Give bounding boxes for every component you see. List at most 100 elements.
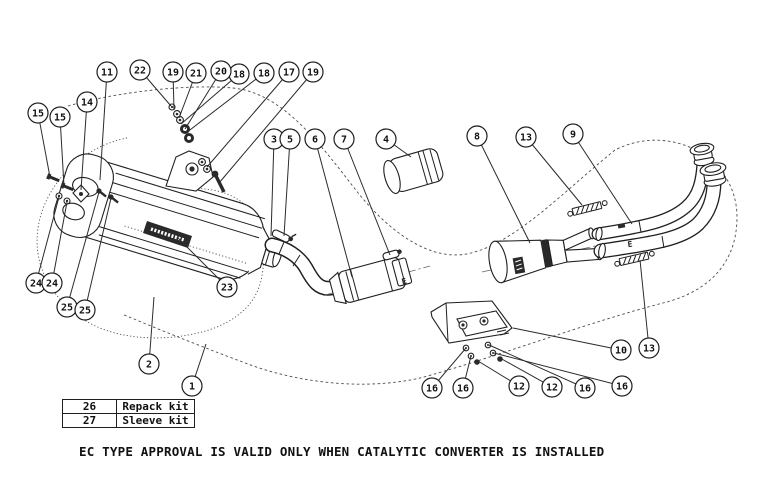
callout-balloon-15 [49, 106, 71, 128]
callout-number: 5 [287, 135, 293, 146]
callout-balloon-17 [278, 61, 300, 83]
header-pipes: E [591, 142, 727, 260]
callout-balloon-10 [610, 339, 632, 361]
callout-balloon-25 [74, 299, 96, 321]
callout-balloon-2 [138, 353, 160, 375]
muffler [53, 150, 283, 280]
callout-number: 13 [520, 133, 532, 144]
callout-balloon-12 [508, 375, 530, 397]
callout-number: 19 [167, 68, 179, 79]
callout-number: 19 [307, 68, 319, 79]
heat-shield [430, 300, 513, 344]
callout-balloon-16 [452, 377, 474, 399]
callout-balloon-4 [375, 128, 397, 150]
callout-leader-20 [184, 70, 222, 130]
callout-number: 17 [283, 68, 295, 79]
callout-number: 11 [101, 68, 113, 79]
kit-part-number: 26 [62, 399, 117, 414]
kit-table: 26 Repack kit 27 Sleeve kit [62, 399, 195, 428]
callout-leader-16 [493, 352, 623, 387]
callout-number: 21 [190, 69, 202, 80]
callout-balloon-14 [76, 91, 98, 113]
callout-leader-13 [525, 136, 583, 206]
callout-leader-2 [148, 296, 155, 365]
callout-number: 22 [134, 66, 146, 77]
callout-balloon-9 [562, 123, 584, 145]
callout-number: 9 [570, 130, 576, 141]
callout-leader-5 [283, 138, 291, 237]
cat-clamp [382, 249, 402, 261]
callout-leader-25 [66, 191, 100, 308]
callout-number: 14 [81, 98, 93, 109]
callout-leader-9 [572, 133, 633, 225]
callout-leader-8 [476, 135, 531, 244]
spring [614, 250, 655, 267]
ec-mark-pipe: E [627, 240, 633, 250]
callout-number: 16 [579, 384, 591, 395]
callout-number: 16 [426, 384, 438, 395]
callout-leader-3 [270, 138, 275, 237]
kit-part-number: 27 [62, 413, 117, 428]
flange-front [699, 162, 727, 187]
callout-leader-15 [59, 116, 65, 187]
callout-balloon-13 [638, 337, 660, 359]
callout-number: 25 [61, 303, 73, 314]
callout-balloon-5 [279, 128, 301, 150]
callout-number: 24 [30, 279, 42, 290]
kit-part-label: Sleeve kit [116, 413, 195, 428]
ec-mark-cat: E [401, 276, 408, 286]
callout-number: 10 [615, 346, 627, 357]
kit-part-label: Repack kit [116, 399, 195, 414]
callout-number: 6 [312, 135, 318, 146]
callout-leader-24 [35, 196, 60, 284]
callout-leader-24 [51, 201, 68, 284]
spring [567, 200, 608, 217]
callout-number: 3 [271, 135, 277, 146]
callout-balloon-16 [574, 377, 596, 399]
callout-number: 15 [54, 113, 66, 124]
catalytic-converter: E [324, 249, 431, 305]
callout-number: 20 [215, 67, 227, 78]
callout-balloon-8 [466, 125, 488, 147]
callout-number: 4 [383, 135, 389, 146]
callout-balloon-6 [304, 128, 326, 150]
callout-balloon-22 [129, 59, 151, 81]
callout-number: 23 [221, 283, 233, 294]
callout-balloon-7 [333, 128, 355, 150]
callout-number: 25 [79, 306, 91, 317]
callout-balloon-19 [162, 61, 184, 83]
callout-balloon-20 [210, 60, 232, 82]
callout-leader-23 [176, 236, 228, 288]
svg-text:E: E [401, 276, 408, 286]
callout-balloon-16 [421, 377, 443, 399]
callout-number: 24 [46, 279, 58, 290]
callout-leader-7 [343, 138, 391, 256]
callout-number: 16 [616, 382, 628, 393]
callout-balloon-15 [27, 102, 49, 124]
callout-number: 15 [32, 109, 44, 120]
callout-balloon-23 [216, 276, 238, 298]
ec-approval-note: EC TYPE APPROVAL IS VALID ONLY WHEN CATA… [79, 444, 605, 459]
callout-number: 8 [474, 132, 480, 143]
callout-number: 18 [233, 70, 245, 81]
callout-number: 7 [341, 135, 347, 146]
sleeve-part [383, 148, 444, 195]
callout-leader-13 [639, 259, 650, 349]
callout-number: 13 [643, 344, 655, 355]
callout-number: 16 [457, 384, 469, 395]
callout-number: 18 [258, 69, 270, 80]
callout-leader-18 [185, 72, 265, 134]
callout-balloon-18 [253, 62, 275, 84]
callout-leader-6 [314, 138, 353, 278]
front-fasteners-left [46, 173, 119, 205]
kit-row: 26 Repack kit [62, 399, 195, 414]
callout-balloon-11 [96, 61, 118, 83]
svg-text:E: E [627, 240, 633, 250]
callout-balloon-12 [541, 376, 563, 398]
callout-balloon-19 [302, 61, 324, 83]
callout-number: 12 [513, 382, 525, 393]
callout-leader-25 [84, 197, 112, 311]
